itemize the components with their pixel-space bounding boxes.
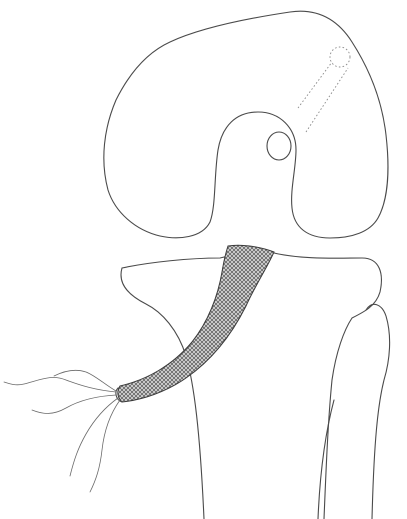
graft-fixation-site [330,47,350,67]
femur-condyles [104,11,388,238]
femoral-tunnel-upper-edge [298,62,332,108]
fibula [318,304,390,519]
hatched-graft [118,245,274,402]
frayed-graft-strands [4,370,120,492]
femoral-tunnel-lower-edge [306,68,348,132]
intercondylar-tunnel [267,132,291,160]
